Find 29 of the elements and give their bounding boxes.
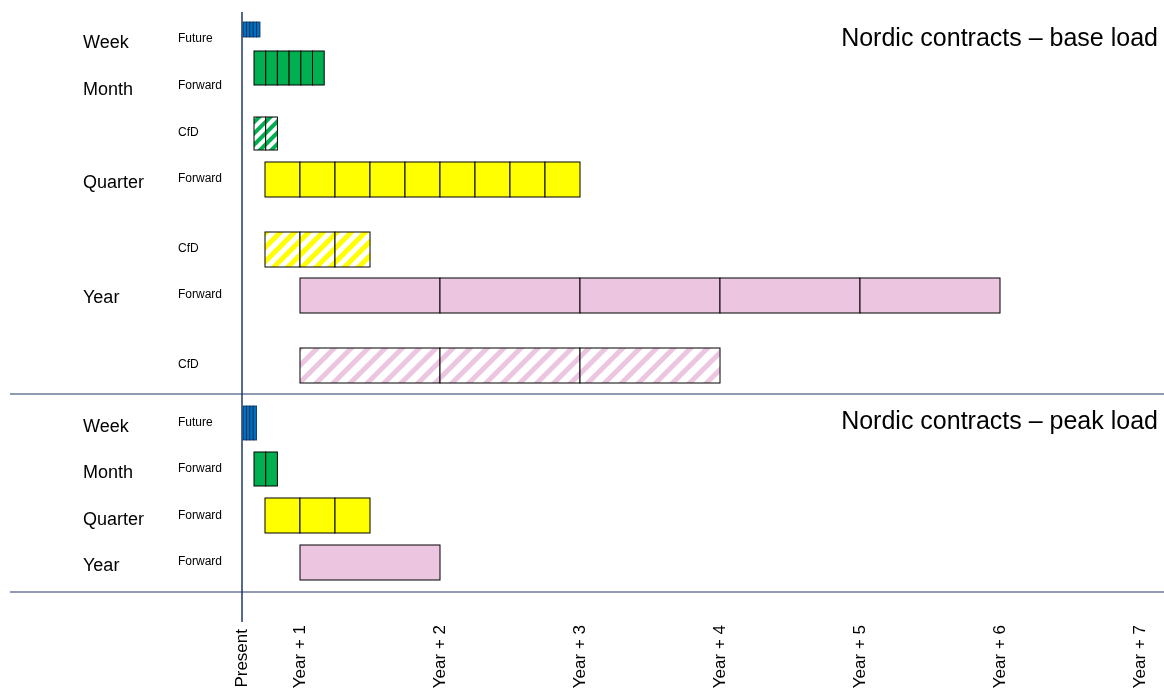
contract-type-label: Forward (178, 509, 222, 523)
contract-type-label: Forward (178, 462, 222, 476)
contract-type-label: CfD (178, 242, 199, 256)
axis-tick-label: Year + 2 (430, 624, 450, 688)
axis-tick-label: Year + 1 (290, 624, 310, 688)
section-heading: Nordic contracts – base load (841, 24, 1158, 52)
contract-type-label: Forward (178, 555, 222, 569)
axis-tick-label: Present (232, 629, 252, 688)
period-label: Year (83, 556, 120, 576)
contract-type-label: CfD (178, 358, 199, 372)
period-label: Week (83, 417, 129, 437)
contract-type-label: Future (178, 32, 213, 46)
period-label: Quarter (83, 173, 145, 193)
contract-type-label: Future (178, 416, 213, 430)
period-label: Quarter (83, 510, 145, 530)
axis-tick-label: Year + 4 (710, 624, 730, 688)
period-label: Month (83, 80, 134, 100)
axis-tick-label: Year + 7 (1130, 624, 1150, 688)
axis-tick-label: Year + 3 (570, 624, 590, 688)
contract-type-label: Forward (178, 172, 222, 186)
contract-type-label: Forward (178, 288, 222, 302)
section-heading: Nordic contracts – peak load (841, 407, 1158, 435)
axis-tick-label: Year + 6 (990, 624, 1010, 688)
period-label: Month (83, 463, 134, 483)
contract-type-label: CfD (178, 126, 199, 140)
axis-tick-label: Year + 5 (850, 624, 870, 688)
contract-type-label: Forward (178, 79, 222, 93)
period-label: Week (83, 33, 129, 53)
period-label: Year (83, 288, 120, 308)
